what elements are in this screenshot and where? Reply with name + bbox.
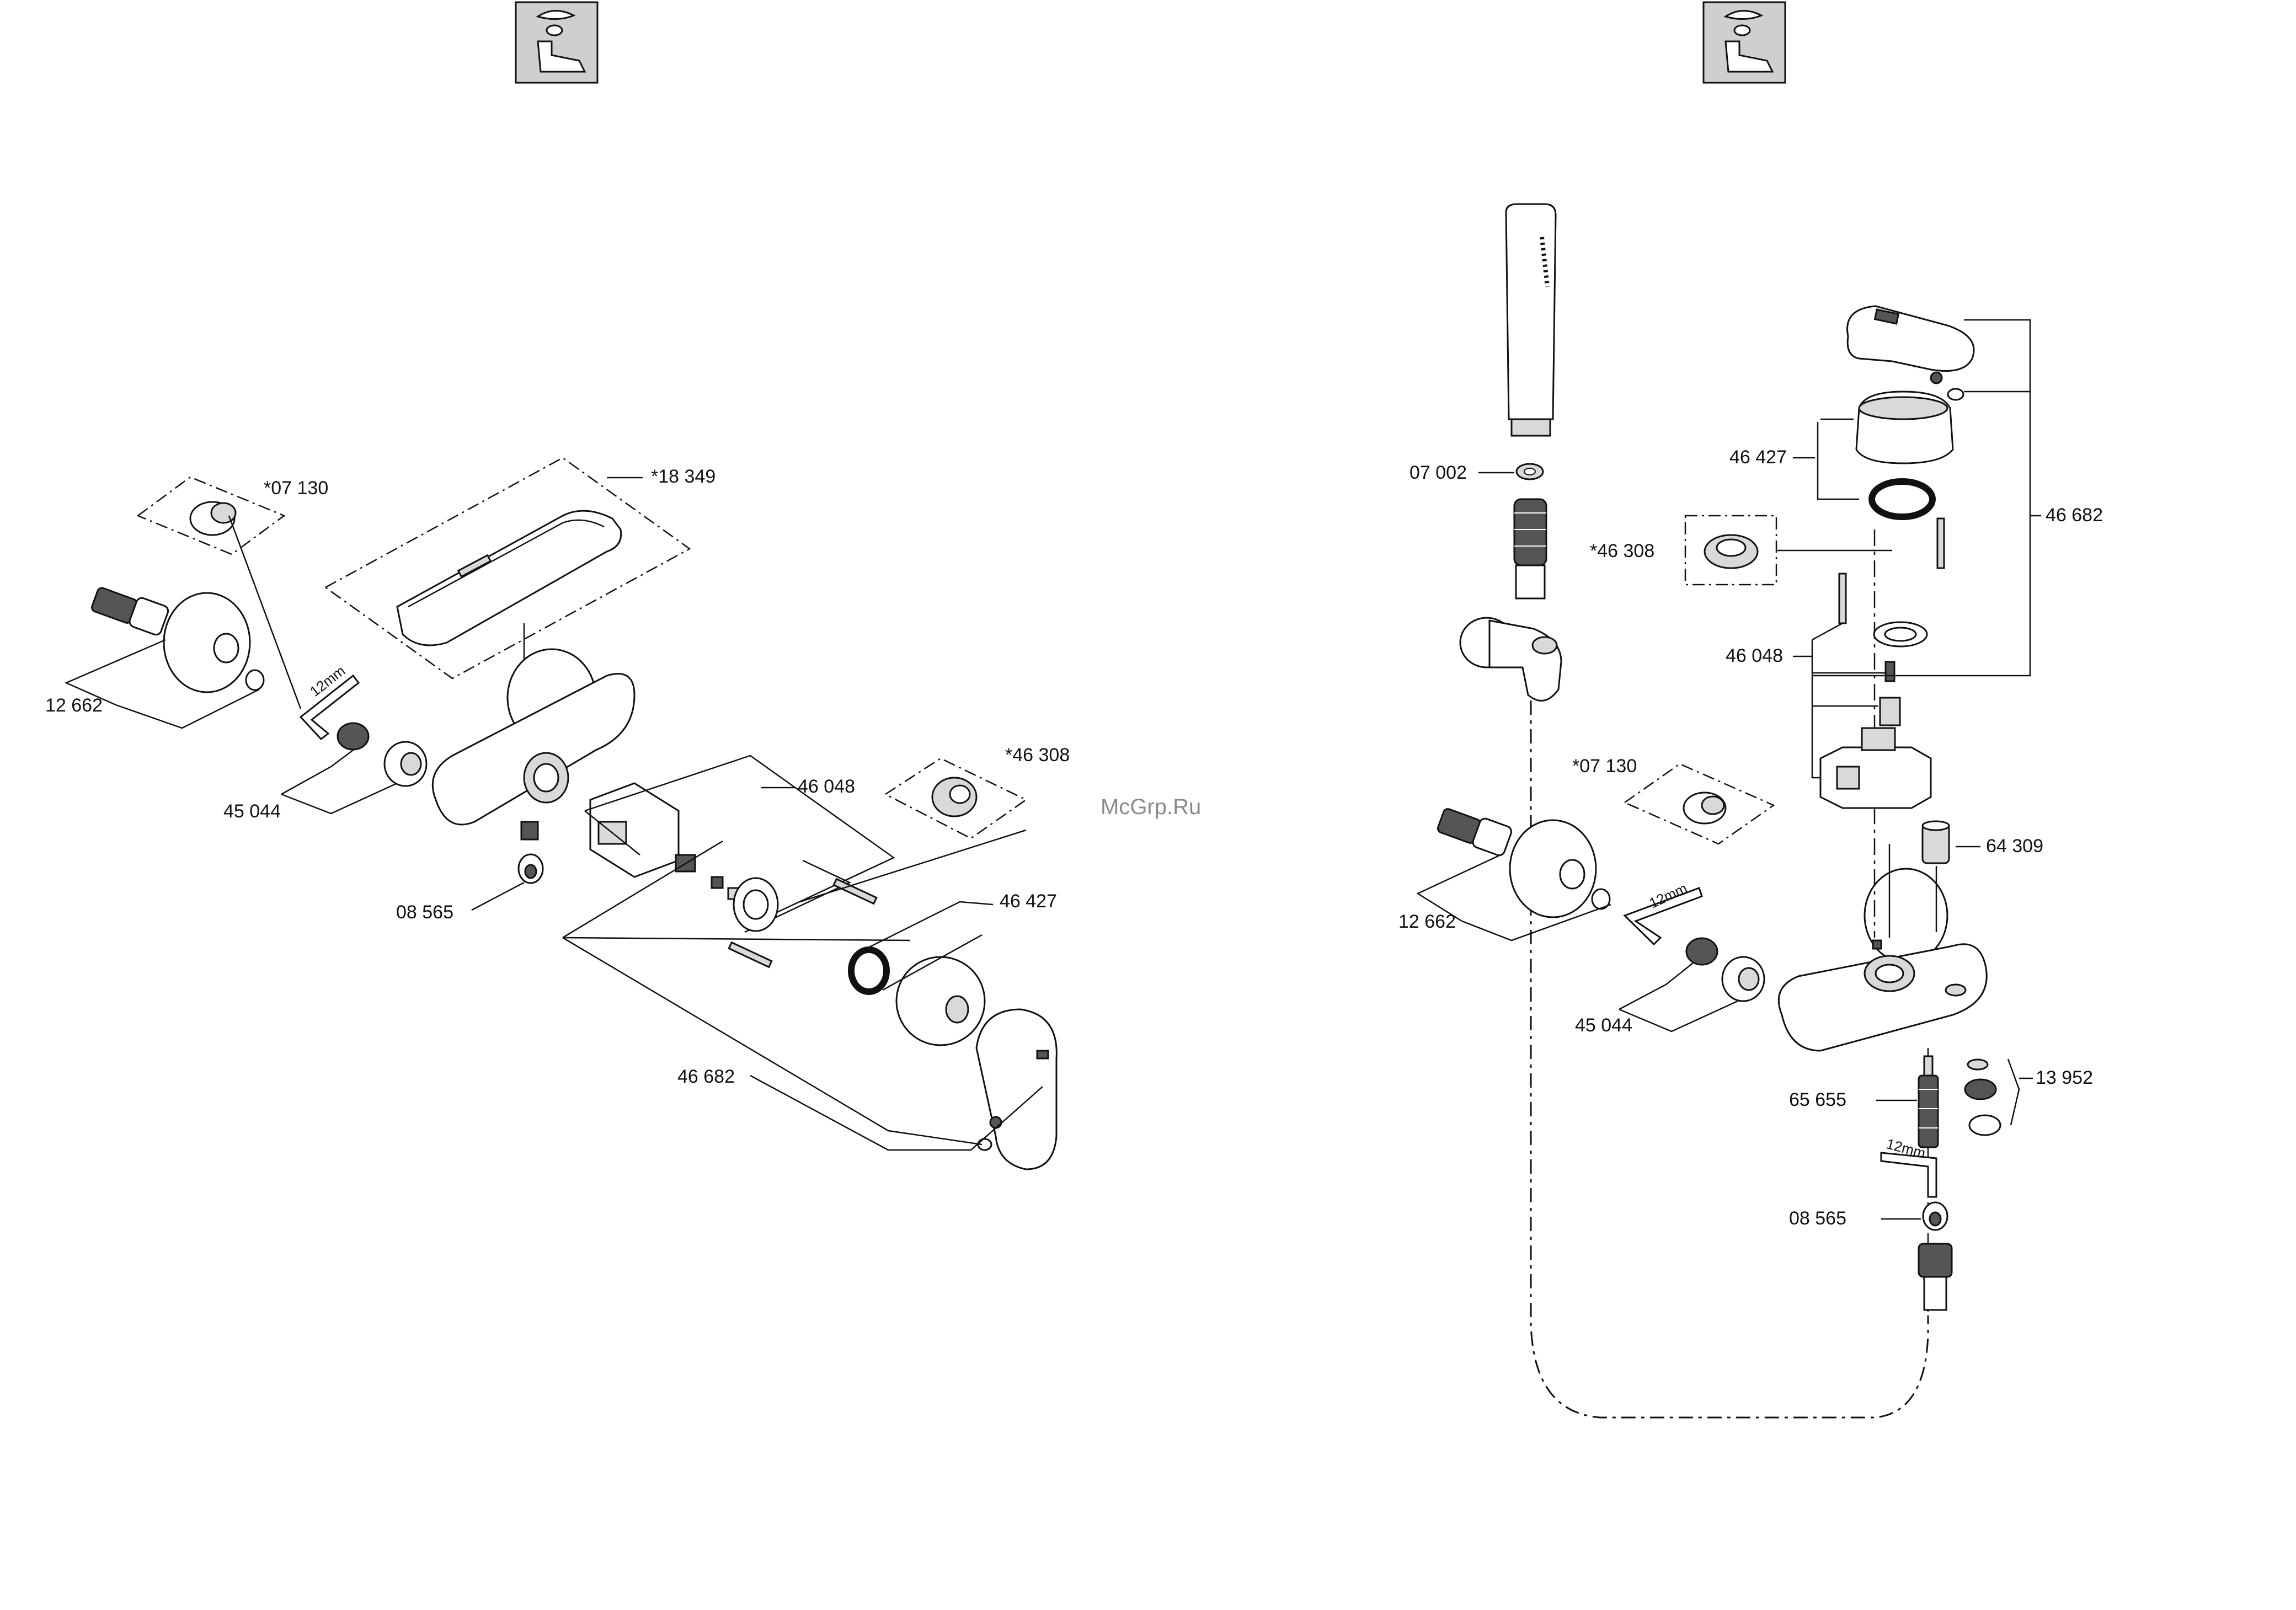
right-label-45044: 45 044 — [1575, 1015, 1632, 1036]
right-label-64309: 64 309 — [1986, 836, 2043, 857]
right-hose-end — [1514, 499, 1546, 598]
right-cartridge — [1820, 728, 1931, 808]
right-wall-bracket — [1460, 618, 1561, 700]
left-label-46427: 46 427 — [1000, 891, 1057, 912]
left-label-12662: 12 662 — [45, 695, 103, 716]
left-label-07130: *07 130 — [264, 478, 328, 499]
left-label-46682: 46 682 — [677, 1066, 735, 1087]
spare-parts-icon — [1704, 2, 1785, 83]
right-spindle — [1886, 662, 1894, 681]
right-mixer-body — [1779, 869, 1987, 1051]
left-label-45044: 45 044 — [223, 801, 281, 822]
right-part-65655-group — [1876, 1056, 1938, 1147]
right-label-07130: *07 130 — [1572, 756, 1637, 777]
right-lever-handle — [1848, 306, 1974, 400]
right-part-46308-group — [1685, 516, 1892, 585]
right-screw-1 — [1839, 574, 1846, 623]
right-wrench-lower — [1881, 1153, 1936, 1197]
right-label-12662: 12 662 — [1398, 911, 1456, 932]
right-part-13952-group — [1965, 1059, 2033, 1135]
right-part-07002-group — [1478, 464, 1543, 479]
right-hand-shower — [1506, 204, 1556, 436]
right-label-07002: 07 002 — [1409, 462, 1467, 483]
right-screw-2 — [1937, 518, 1944, 568]
left-o-ring — [851, 950, 887, 992]
right-part-08565-group — [1881, 1202, 1947, 1230]
right-label-13952: 13 952 — [2036, 1067, 2093, 1088]
spare-parts-icon — [516, 2, 597, 83]
watermark: McGrp.Ru — [1101, 795, 1201, 819]
right-label-46682: 46 682 — [2046, 505, 2103, 526]
left-label-46048: 46 048 — [798, 776, 855, 797]
left-label-46308: *46 308 — [1005, 745, 1070, 766]
left-part-45044-group — [281, 723, 426, 814]
right-flange — [1874, 622, 1927, 646]
right-part-64309-group — [1923, 821, 1980, 863]
left-label-08565: 08 565 — [396, 902, 453, 923]
right-label-46308: *46 308 — [1590, 541, 1654, 561]
left-label-18349: *18 349 — [651, 466, 716, 487]
right-label-08565: 08 565 — [1789, 1208, 1846, 1229]
left-part-18349-group — [325, 458, 690, 678]
right-part-07130-group — [1625, 764, 1774, 844]
right-label-46048: 46 048 — [1726, 645, 1783, 666]
left-part-08565-group — [472, 854, 543, 910]
right-label-65655: 65 655 — [1789, 1089, 1846, 1110]
right-label-46427: 46 427 — [1729, 447, 1787, 468]
right-o-ring — [1872, 482, 1932, 517]
right-part-45044-group — [1619, 938, 1764, 1031]
left-part-46427-group — [855, 902, 993, 1045]
right-hose-nut — [1919, 1244, 1952, 1310]
right-stop — [1880, 698, 1900, 725]
left-lever-handle — [976, 1009, 1056, 1169]
left-cartridge — [590, 783, 739, 899]
